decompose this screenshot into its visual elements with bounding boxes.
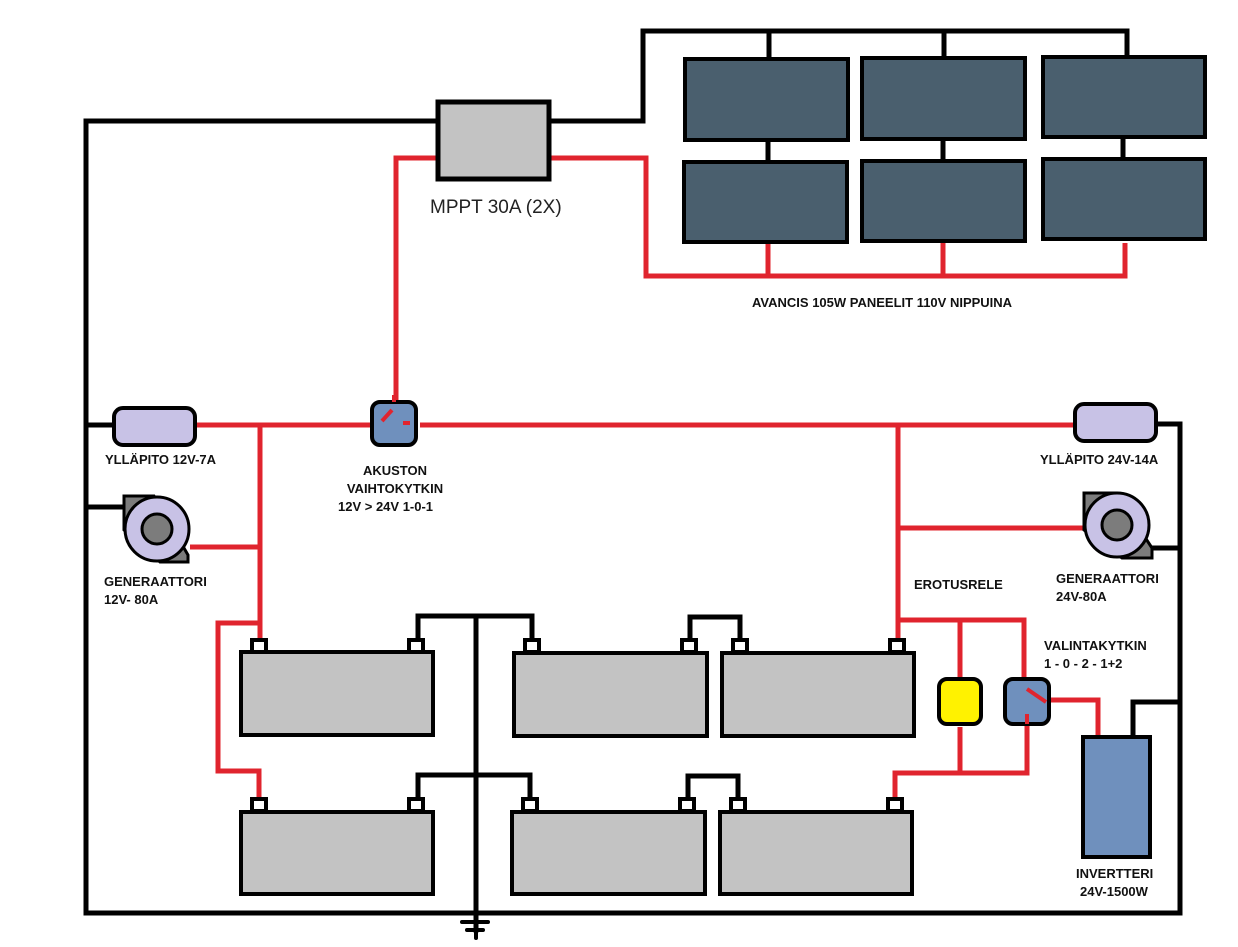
switch-contact-icon bbox=[1025, 687, 1048, 704]
ground-icon bbox=[460, 911, 490, 940]
solar-panel bbox=[1041, 55, 1207, 139]
battery bbox=[239, 638, 435, 737]
wire-neg-mppt-to-panels bbox=[547, 28, 1130, 124]
battery-bank-switch bbox=[370, 395, 418, 447]
battery bbox=[512, 638, 709, 738]
wire-neg-bat5 bbox=[475, 772, 533, 803]
charger-24v bbox=[1073, 402, 1158, 443]
bank-switch-label-1: AKUSTON bbox=[362, 463, 428, 478]
solar-panel bbox=[860, 56, 1027, 141]
charger-12v-label: YLLÄPITO 12V-7A bbox=[105, 452, 217, 467]
alternator-24v-icon bbox=[1082, 491, 1154, 560]
alternator-24v-label-2: 24V-80A bbox=[1056, 589, 1107, 604]
panels-label: AVANCIS 105W PANEELIT 110V NIPPUINA bbox=[752, 295, 1013, 310]
inverter-label-1: INVERTTERI bbox=[1076, 866, 1154, 881]
alternator-24v-label-1: GENERAATTORI bbox=[1056, 571, 1159, 586]
wire-pos-inverter bbox=[1050, 697, 1101, 736]
mppt-label: MPPT 30A (2X) bbox=[430, 197, 562, 218]
battery bbox=[239, 797, 435, 896]
positive-wires bbox=[190, 155, 1128, 798]
bank-switch-label-2: VAIHTOKYTKIN bbox=[346, 481, 444, 496]
wire-pos-bat6 bbox=[892, 770, 960, 798]
wire-pos-relay-top bbox=[898, 617, 1027, 678]
charger-24v-label: YLLÄPITO 24V-14A bbox=[1040, 452, 1159, 467]
selector-label-1: VALINTAKYTKIN bbox=[1044, 638, 1147, 653]
mppt-controller bbox=[435, 99, 552, 182]
bank-switch-label-3: 12V > 24V 1-0-1 bbox=[338, 499, 434, 514]
battery bbox=[510, 797, 707, 896]
selector-switch bbox=[1003, 677, 1051, 726]
switch-contact-icon bbox=[380, 408, 394, 423]
wire-neg-inverter bbox=[1130, 699, 1183, 740]
inverter-label-2: 24V-1500W bbox=[1080, 884, 1148, 899]
negative-wires bbox=[83, 28, 1183, 933]
batteries bbox=[239, 638, 916, 896]
alternator-12v-label-1: GENERAATTORI bbox=[104, 574, 207, 589]
solar-panel bbox=[1041, 157, 1207, 241]
wire-neg-right-bus bbox=[1154, 421, 1183, 916]
selector-label-2: 1 - 0 - 2 - 1+2 bbox=[1044, 656, 1123, 671]
wire-neg-bat1 bbox=[415, 613, 535, 643]
wire-pos-mppt-to-switch bbox=[393, 155, 438, 400]
charger-12v bbox=[112, 406, 197, 447]
wire-neg-bat-link-bottom bbox=[685, 773, 741, 803]
wire-neg-bat4 bbox=[415, 772, 477, 803]
solar-panel bbox=[860, 159, 1027, 243]
alternator-12v-icon bbox=[122, 494, 191, 564]
relay-label: EROTUSRELE bbox=[914, 577, 1003, 592]
isolation-relay bbox=[937, 677, 983, 726]
battery bbox=[718, 797, 914, 896]
wire-neg-left-bus bbox=[83, 118, 441, 916]
inverter bbox=[1081, 735, 1152, 859]
battery bbox=[720, 638, 916, 738]
alternator-12v-label-2: 12V- 80A bbox=[104, 592, 159, 607]
wire-neg-bat-link-top bbox=[687, 614, 743, 643]
wire-pos-bat1-to-bat4 bbox=[215, 620, 262, 797]
wire-pos-relay-out bbox=[957, 717, 1030, 776]
solar-panels bbox=[682, 55, 1207, 244]
solar-panel bbox=[682, 160, 849, 244]
solar-panel bbox=[683, 57, 850, 142]
wire-pos-mppt-to-panels bbox=[550, 155, 1128, 279]
